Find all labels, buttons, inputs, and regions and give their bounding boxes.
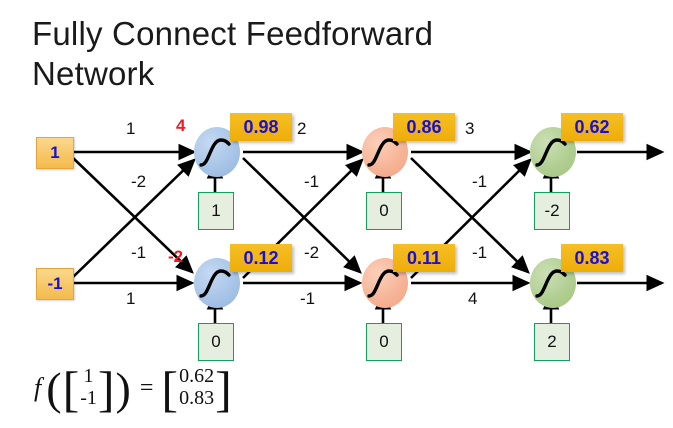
weight-h3-y1: 3 xyxy=(465,119,475,138)
weight-h2-h4: -1 xyxy=(300,289,316,308)
output-vector-row-1: 0.62 xyxy=(179,365,215,388)
sigmoid-icon xyxy=(367,269,399,298)
bias-box-h3[interactable]: 0 xyxy=(366,192,402,230)
input-box-x2[interactable]: -1 xyxy=(36,268,74,300)
function-symbol: f xyxy=(34,373,42,402)
sigmoid-icon xyxy=(367,138,399,167)
sigmoid-icon xyxy=(535,138,567,167)
preactivation-h2: -2 xyxy=(168,247,184,266)
neuron-h1[interactable] xyxy=(194,127,240,177)
input-vector-row-2: -1 xyxy=(80,387,97,409)
weight-x1-h2: -1 xyxy=(131,243,147,262)
bias-box-h1[interactable]: 1 xyxy=(198,192,234,230)
output-value-h3: 0.86 xyxy=(406,116,442,137)
output-vector-row-2: 0.83 xyxy=(179,387,215,409)
sigmoid-icon xyxy=(199,138,231,167)
sigmoid-icon xyxy=(535,269,567,298)
weight-h4-y2: 4 xyxy=(468,289,478,308)
page-title: Fully Connect Feedforward Network xyxy=(32,15,434,93)
output-value-h4: 0.11 xyxy=(406,247,442,268)
output-vector: 0.62 0.83 xyxy=(178,366,215,409)
input-box-x1[interactable]: 1 xyxy=(36,137,74,169)
bias-value-h1: 1 xyxy=(211,201,221,220)
weight-h4-y1: -1 xyxy=(472,172,488,191)
equals-sign: = xyxy=(139,374,154,401)
output-badge-y1: 0.62 xyxy=(561,113,623,141)
bias-box-y2[interactable]: 2 xyxy=(534,323,570,361)
input-vector-row-1: 1 xyxy=(83,365,94,388)
output-badge-h2: 0.12 xyxy=(230,244,292,272)
bias-value-h3: 0 xyxy=(379,201,389,220)
output-badge-h4: 0.11 xyxy=(393,244,455,272)
weight-h1-h4: -2 xyxy=(304,243,320,262)
weight-h2-h3: -1 xyxy=(304,172,320,191)
bias-box-h2[interactable]: 0 xyxy=(198,323,234,361)
output-badge-h3: 0.86 xyxy=(393,113,455,141)
weight-h3-y2: -1 xyxy=(472,243,488,262)
output-badge-y2: 0.83 xyxy=(561,244,623,272)
function-formula: f ( [ 1 -1 ] ) = [ 0.62 0.83 ] xyxy=(34,361,232,417)
bias-box-h4[interactable]: 0 xyxy=(366,323,402,361)
weight-h1-h3: 2 xyxy=(297,119,307,138)
weight-x2-h2: 1 xyxy=(126,289,136,308)
bias-value-y1: -2 xyxy=(544,201,560,220)
output-value-y1: 0.62 xyxy=(574,116,610,137)
output-value-h2: 0.12 xyxy=(243,247,279,268)
weight-x2-h1: -2 xyxy=(131,172,147,191)
output-badge-h1: 0.98 xyxy=(230,113,292,141)
bias-box-y1[interactable]: -2 xyxy=(534,192,570,230)
preactivation-h1: 4 xyxy=(176,116,186,135)
bias-value-h4: 0 xyxy=(379,332,389,351)
input-value-x1: 1 xyxy=(50,143,60,162)
bias-value-h2: 0 xyxy=(211,332,221,351)
sigmoid-icon xyxy=(199,269,231,298)
input-vector: 1 -1 xyxy=(79,366,98,409)
output-value-y2: 0.83 xyxy=(574,247,610,268)
bias-value-y2: 2 xyxy=(547,332,557,351)
output-value-h1: 0.98 xyxy=(243,116,279,137)
input-value-x2: -1 xyxy=(47,274,63,293)
weight-x1-h1: 1 xyxy=(126,119,136,138)
